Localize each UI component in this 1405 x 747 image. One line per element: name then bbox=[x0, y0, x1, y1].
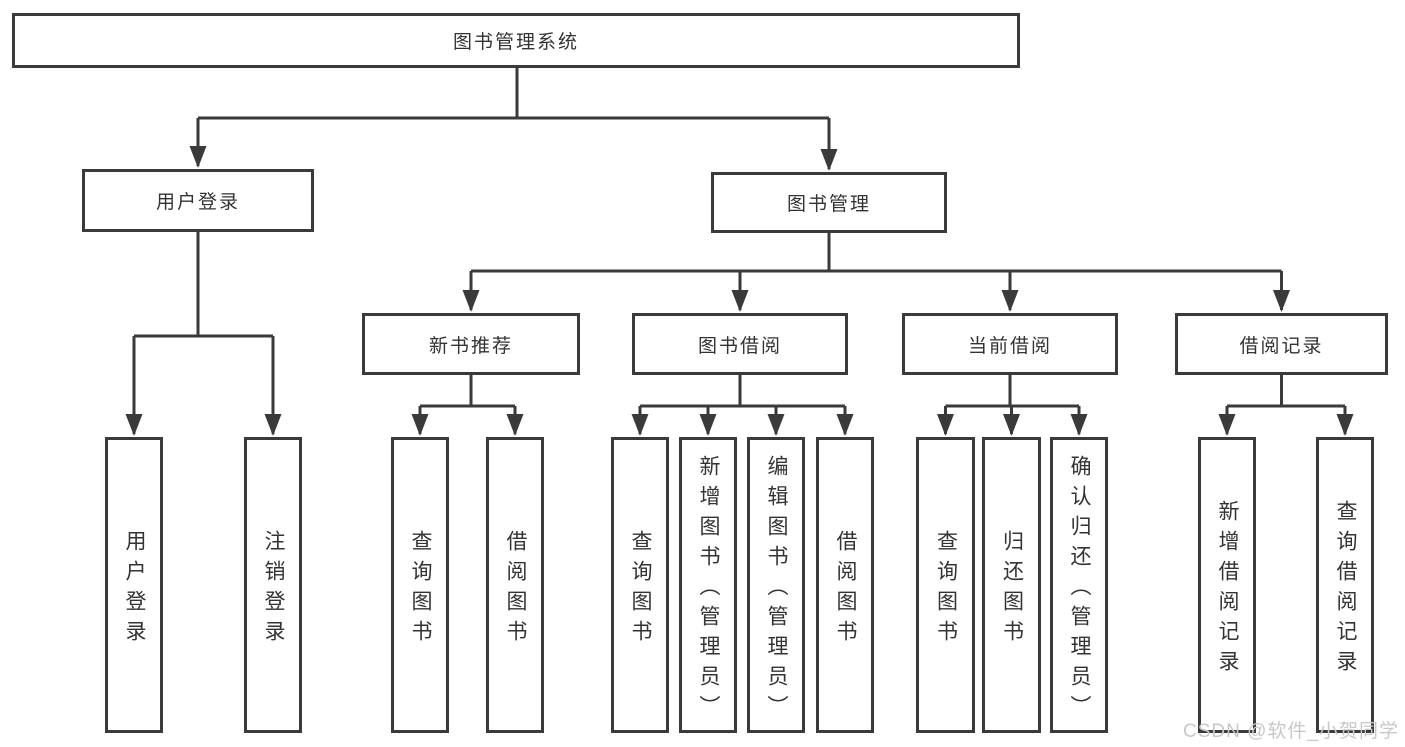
node-user-login: 用户登录 bbox=[82, 169, 314, 232]
node-book-borrowing-label: 图书借阅 bbox=[697, 335, 782, 357]
edge-current-bus bbox=[945, 375, 1079, 408]
node-add-books-admin-label: 新增图书（管理员） bbox=[697, 454, 720, 725]
node-current-borrowing-label: 当前借阅 bbox=[967, 335, 1052, 357]
node-query-books-borrowing: 查询图书 bbox=[611, 437, 669, 733]
edge-login-bus bbox=[134, 232, 273, 338]
node-borrow-books-borrowing-label: 借阅图书 bbox=[834, 529, 857, 650]
node-new-book-recommend-label: 新书推荐 bbox=[428, 335, 513, 357]
node-query-books-current: 查询图书 bbox=[916, 437, 975, 733]
node-book-management-label: 图书管理 bbox=[786, 194, 871, 215]
node-query-books-borrowing-label: 查询图书 bbox=[629, 529, 652, 650]
node-edit-books-admin: 编辑图书（管理员） bbox=[747, 437, 805, 733]
node-query-books-recommend: 查询图书 bbox=[391, 437, 449, 733]
node-root-system: 图书管理系统 bbox=[12, 13, 1020, 68]
node-add-borrow-record-label: 新增借阅记录 bbox=[1216, 499, 1239, 680]
node-query-books-current-label: 查询图书 bbox=[934, 529, 958, 650]
node-confirm-return-admin: 确认归还（管理员） bbox=[1050, 437, 1108, 733]
node-add-books-admin: 新增图书（管理员） bbox=[679, 437, 737, 733]
edge-newbook-bus bbox=[420, 375, 515, 408]
node-book-management: 图书管理 bbox=[711, 172, 947, 233]
edge-mgmt-bus bbox=[471, 233, 1282, 273]
node-borrowing-records: 借阅记录 bbox=[1175, 313, 1388, 375]
node-root-system-label: 图书管理系统 bbox=[452, 32, 579, 53]
node-query-borrow-record-label: 查询借阅记录 bbox=[1334, 499, 1357, 680]
node-new-book-recommend: 新书推荐 bbox=[362, 313, 580, 375]
node-borrow-books-recommend-label: 借阅图书 bbox=[504, 529, 527, 650]
node-return-books-label: 归还图书 bbox=[1000, 529, 1024, 650]
csdn-watermark: CSDN @软件_小贺同学 bbox=[1183, 721, 1399, 742]
node-confirm-return-admin-label: 确认归还（管理员） bbox=[1068, 454, 1091, 725]
node-query-books-recommend-label: 查询图书 bbox=[409, 529, 432, 650]
node-add-borrow-record: 新增借阅记录 bbox=[1198, 437, 1256, 733]
node-borrow-books-recommend: 借阅图书 bbox=[486, 437, 544, 733]
node-logout-leaf: 注销登录 bbox=[244, 437, 302, 733]
edge-root-bus bbox=[198, 68, 829, 120]
edge-records-bus bbox=[1227, 375, 1345, 408]
node-login-leaf: 用户登录 bbox=[105, 437, 163, 733]
node-login-leaf-label: 用户登录 bbox=[123, 529, 146, 650]
node-borrow-books-borrowing: 借阅图书 bbox=[816, 437, 874, 733]
node-current-borrowing: 当前借阅 bbox=[902, 313, 1118, 375]
node-edit-books-admin-label: 编辑图书（管理员） bbox=[765, 454, 788, 725]
node-logout-leaf-label: 注销登录 bbox=[262, 529, 285, 650]
node-borrowing-records-label: 借阅记录 bbox=[1239, 335, 1324, 357]
node-book-borrowing: 图书借阅 bbox=[632, 313, 848, 375]
node-query-borrow-record: 查询借阅记录 bbox=[1316, 437, 1374, 733]
node-return-books: 归还图书 bbox=[982, 437, 1041, 733]
edge-borrowing-bus bbox=[640, 375, 845, 408]
node-user-login-label: 用户登录 bbox=[155, 192, 240, 213]
